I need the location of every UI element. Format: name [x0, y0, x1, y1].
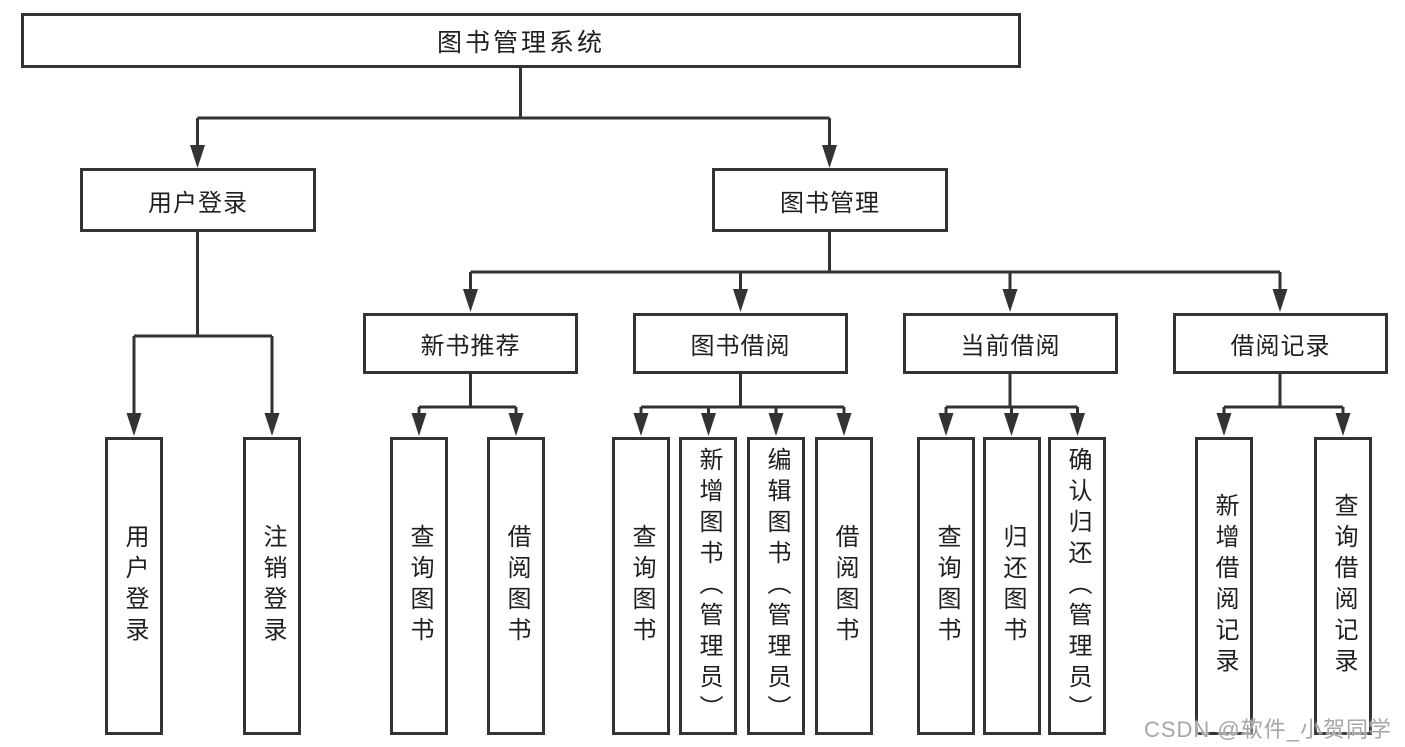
leaf-query-borrow-record: 查询借阅记录 [1314, 437, 1372, 735]
node-new-book-recommendation-label: 新书推荐 [420, 333, 521, 360]
leaf-user-login: 用户登录 [105, 437, 163, 735]
leaf-query-book-recommend: 查询图书 [390, 437, 448, 735]
leaf-borrow-book-borrowing: 借阅图书 [815, 437, 873, 735]
node-user-login: 用户登录 [80, 168, 316, 232]
node-new-book-recommendation: 新书推荐 [363, 313, 578, 374]
node-root: 图书管理系统 [21, 13, 1021, 68]
node-book-management-label: 图书管理 [780, 189, 880, 217]
node-current-borrowing: 当前借阅 [903, 313, 1118, 374]
node-root-label: 图书管理系统 [436, 28, 605, 57]
leaf-query-book-current: 查询图书 [917, 437, 975, 735]
leaf-add-borrow-record: 新增借阅记录 [1195, 437, 1253, 735]
leaf-edit-book-admin: 编辑图书（管理员） [747, 437, 805, 735]
leaf-confirm-return-admin: 确认归还（管理员） [1048, 437, 1106, 735]
node-borrowing-records-label: 借阅记录 [1230, 333, 1331, 360]
node-book-borrowing: 图书借阅 [633, 313, 848, 374]
watermark: CSDN @软件_小贺同学 [1143, 717, 1392, 742]
leaf-add-book-admin: 新增图书（管理员） [679, 437, 737, 735]
leaf-query-book-borrowing: 查询图书 [612, 437, 670, 735]
leaf-borrow-book-recommend: 借阅图书 [487, 437, 545, 735]
leaf-logout: 注销登录 [243, 437, 301, 735]
node-book-borrowing-label: 图书借阅 [690, 333, 791, 360]
leaf-return-book: 归还图书 [983, 437, 1041, 735]
node-book-management: 图书管理 [712, 168, 948, 232]
node-user-login-label: 用户登录 [148, 189, 248, 217]
node-borrowing-records: 借阅记录 [1173, 313, 1388, 374]
node-current-borrowing-label: 当前借阅 [960, 333, 1061, 360]
